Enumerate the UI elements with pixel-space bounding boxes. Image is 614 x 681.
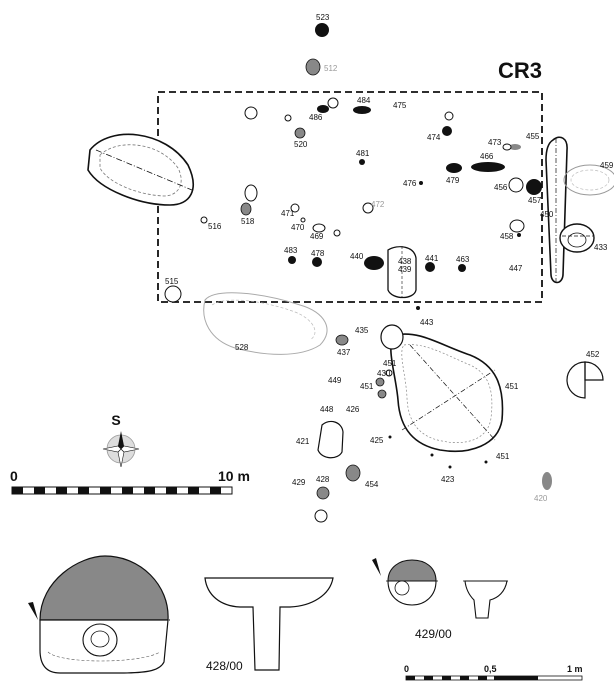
black-pits (288, 23, 542, 469)
label-439: 439 (398, 265, 412, 274)
section-429-plan (372, 558, 438, 606)
label-516: 516 (208, 222, 222, 231)
label-523: 523 (316, 13, 330, 22)
label-454: 454 (365, 480, 379, 489)
label-472: 472 (371, 200, 385, 209)
label-451a: 451 (383, 359, 397, 368)
section-arrow-icon (28, 602, 38, 620)
section-428-caption: 428/00 (206, 659, 243, 673)
stone-structure-450 (545, 136, 568, 284)
label-515: 515 (165, 277, 179, 286)
label-449: 449 (328, 376, 342, 385)
label-475: 475 (393, 101, 407, 110)
pit-421 (317, 420, 344, 459)
label-474: 474 (427, 133, 441, 142)
label-425: 425 (370, 436, 384, 445)
label-473: 473 (488, 138, 502, 147)
label-471: 471 (281, 209, 295, 218)
label-512: 512 (324, 64, 338, 73)
pit-438-439 (387, 246, 417, 299)
section-429-caption: 429/00 (415, 627, 452, 641)
pit-451 (390, 333, 504, 452)
section-428-plan (28, 555, 170, 674)
scale-start-label: 0 (10, 468, 18, 484)
label-481: 481 (356, 149, 370, 158)
label-448: 448 (320, 405, 334, 414)
label-450: 450 (540, 210, 554, 219)
small-scale-start-label: 0 (404, 664, 409, 674)
scale-bar: 0 10 m (10, 468, 250, 495)
label-426: 426 (346, 405, 360, 414)
label-433: 433 (594, 243, 608, 252)
label-469: 469 (310, 232, 324, 241)
compass-needle-icon (118, 431, 124, 449)
pit-435 (380, 324, 404, 350)
area-title: CR3 (498, 58, 542, 83)
trench-outline (157, 91, 543, 303)
pit-452 (566, 361, 604, 399)
label-421: 421 (296, 437, 310, 446)
label-518: 518 (241, 217, 255, 226)
label-447: 447 (509, 264, 523, 273)
compass: S (102, 412, 140, 468)
label-455: 455 (526, 132, 540, 141)
section-429-profile (463, 580, 509, 619)
label-484: 484 (357, 96, 371, 105)
label-430: 430 (377, 369, 391, 378)
label-470: 470 (291, 223, 305, 232)
scale-end-label: 10 m (218, 468, 250, 484)
label-437: 437 (337, 348, 351, 357)
label-435: 435 (355, 326, 369, 335)
grey-pits (240, 58, 552, 500)
label-451d: 451 (496, 452, 510, 461)
label-483: 483 (284, 246, 298, 255)
label-457: 457 (528, 196, 542, 205)
label-429: 429 (292, 478, 306, 487)
label-440: 440 (350, 252, 364, 261)
small-scale-bar: 0 0,5 1 m (404, 664, 583, 681)
open-pits (164, 97, 525, 523)
label-486: 486 (309, 113, 323, 122)
section-428-profile (204, 577, 334, 671)
label-451b: 451 (360, 382, 374, 391)
label-478: 478 (311, 249, 325, 258)
label-438: 438 (398, 257, 412, 266)
label-466: 466 (480, 152, 494, 161)
label-420: 420 (534, 494, 548, 503)
compass-direction-label: S (111, 412, 120, 428)
label-443: 443 (420, 318, 434, 327)
label-423: 423 (441, 475, 455, 484)
label-528: 528 (235, 343, 249, 352)
stone-structure-459 (563, 164, 614, 196)
label-452: 452 (586, 350, 600, 359)
label-463: 463 (456, 255, 470, 264)
feature-labels: 523 512 484 475 486 520 474 473 455 481 … (165, 13, 614, 503)
label-520: 520 (294, 140, 308, 149)
label-456: 456 (494, 183, 508, 192)
label-476: 476 (403, 179, 417, 188)
label-428: 428 (316, 475, 330, 484)
stone-structure-west (87, 133, 194, 206)
label-479: 479 (446, 176, 460, 185)
label-458: 458 (500, 232, 514, 241)
small-scale-mid-label: 0,5 (484, 664, 497, 674)
pit-433 (559, 223, 595, 253)
label-451c: 451 (505, 382, 519, 391)
small-scale-end-label: 1 m (567, 664, 583, 674)
label-441: 441 (425, 254, 439, 263)
section-arrow-icon-429 (372, 558, 381, 576)
stone-structure-528 (203, 292, 328, 355)
label-459: 459 (600, 161, 614, 170)
